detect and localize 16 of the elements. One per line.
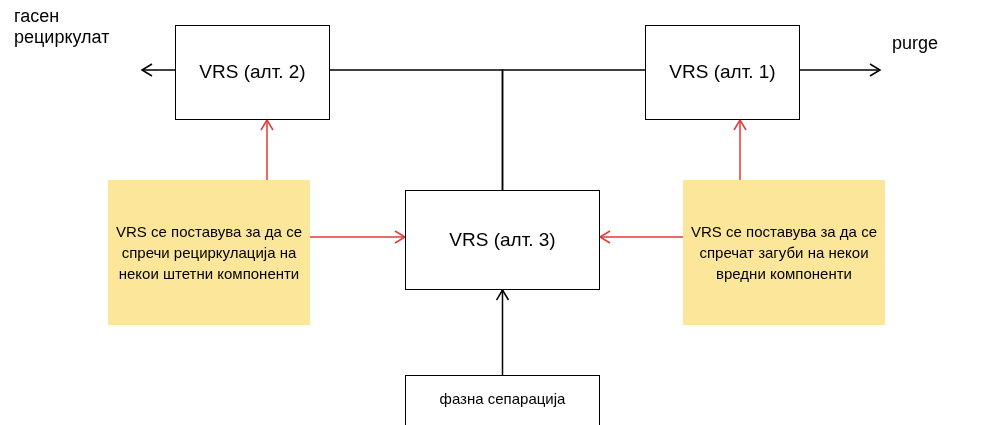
connector-line [501, 69, 646, 191]
note-box: VRS се поставува за да се спречат загуби на некои вредни компоненти [683, 180, 885, 325]
process-box: VRS (алт. 3) [405, 190, 600, 290]
arrow [599, 230, 684, 244]
note-box: VRS се поставува за да се спречи рециркулација на некои штетни компоненти [108, 180, 310, 325]
stream-label: гасен рециркулат [14, 6, 111, 48]
arrow [799, 63, 881, 77]
arrow [260, 119, 274, 181]
arrow [495, 289, 510, 376]
arrow [309, 230, 406, 244]
process-box: VRS (алт. 2) [175, 25, 330, 120]
process-box: VRS (алт. 1) [645, 25, 800, 120]
arrow [141, 63, 176, 77]
arrow [733, 119, 747, 181]
process-box: фазна сепарација [405, 375, 600, 425]
stream-label: purge [892, 32, 940, 55]
